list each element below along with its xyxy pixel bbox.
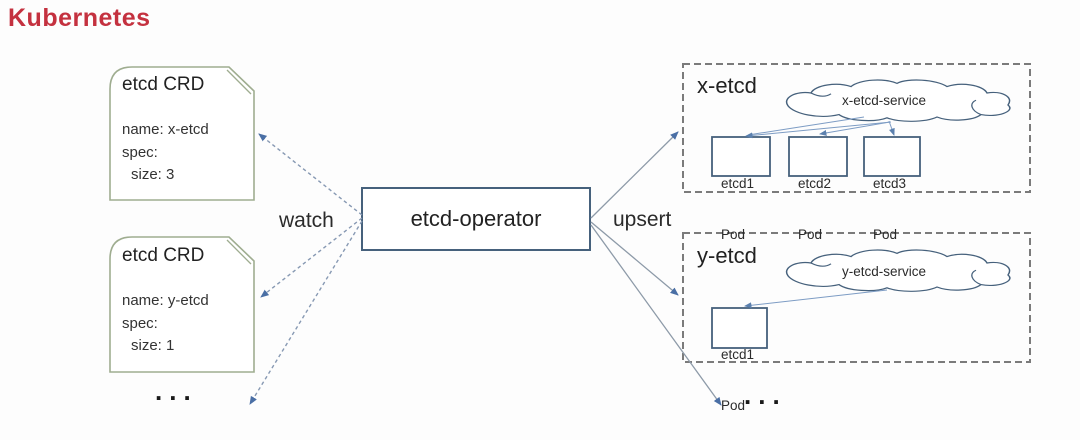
service-cloud-y xyxy=(785,249,1011,292)
pod-name: etcd1 xyxy=(721,347,755,362)
pod-box-y-etcd1 xyxy=(711,307,768,349)
pod-name: etcd2 xyxy=(798,176,832,191)
upsert-arrow-cluster-y xyxy=(590,221,679,296)
cluster-x-name: x-etcd xyxy=(697,73,757,98)
watch-arrow-more xyxy=(249,220,363,405)
cluster-y-container xyxy=(682,232,1031,363)
crd-shape-x xyxy=(109,66,255,201)
service-cloud-x xyxy=(785,79,1011,122)
pod-kind: Pod xyxy=(721,398,746,413)
page-title: Kubernetes xyxy=(8,4,151,32)
cluster-x-container xyxy=(682,63,1031,193)
ellipsis-more-crds: ... xyxy=(155,376,198,406)
operator-label: etcd-operator xyxy=(410,206,542,231)
watch-arrow-crd-y xyxy=(260,217,363,298)
crd-x-size: size: 3 xyxy=(131,166,175,183)
pod-name: etcd3 xyxy=(873,176,907,191)
crd-shape-y-fold xyxy=(226,239,252,265)
crd-shape-x-fold xyxy=(226,69,252,95)
crd-y-size: size: 1 xyxy=(131,337,175,354)
service-x-to-pod2 xyxy=(819,121,891,136)
upsert-label: upsert xyxy=(613,208,672,231)
crd-shape-y xyxy=(109,236,255,373)
pod-name: etcd1 xyxy=(721,176,755,191)
crd-y-name: name: y-etcd xyxy=(122,292,209,309)
service-x-to-pod1-line2 xyxy=(747,116,865,136)
upsert-arrow-more xyxy=(590,224,722,406)
service-y-to-pod1 xyxy=(744,289,888,309)
upsert-arrow-cluster-x xyxy=(590,131,679,219)
pod-kind: Pod xyxy=(721,227,746,242)
pod-label-x-etcd2: etcd2 Pod xyxy=(798,141,831,277)
crd-x-title: etcd CRD xyxy=(122,74,205,95)
service-x-to-pod3 xyxy=(888,120,895,136)
cluster-y-name: y-etcd xyxy=(697,243,757,268)
pod-label-x-etcd3: etcd3 Pod xyxy=(873,141,906,277)
crd-x-spec: spec: xyxy=(122,144,158,161)
pod-kind: Pod xyxy=(798,227,823,242)
pod-label-x-etcd1: etcd1 Pod xyxy=(721,141,754,277)
pod-label-y-etcd1: etcd1 Pod xyxy=(721,312,754,440)
cluster-y-service-label: y-etcd-service xyxy=(842,264,927,279)
pod-kind: Pod xyxy=(873,227,898,242)
pod-box-x-etcd2 xyxy=(788,136,848,177)
service-x-to-pod1 xyxy=(745,121,892,139)
ellipsis-more-clusters: ... xyxy=(744,380,787,410)
crd-y-title: etcd CRD xyxy=(122,245,205,266)
pod-box-x-etcd1 xyxy=(711,136,771,177)
crd-x-name: name: x-etcd xyxy=(122,121,209,138)
watch-arrow-crd-x xyxy=(258,133,363,216)
crd-y-spec: spec: xyxy=(122,315,158,332)
watch-label: watch xyxy=(279,209,334,232)
cluster-x-service-label: x-etcd-service xyxy=(842,93,927,108)
operator-box xyxy=(361,187,591,251)
pod-box-x-etcd3 xyxy=(863,136,921,177)
